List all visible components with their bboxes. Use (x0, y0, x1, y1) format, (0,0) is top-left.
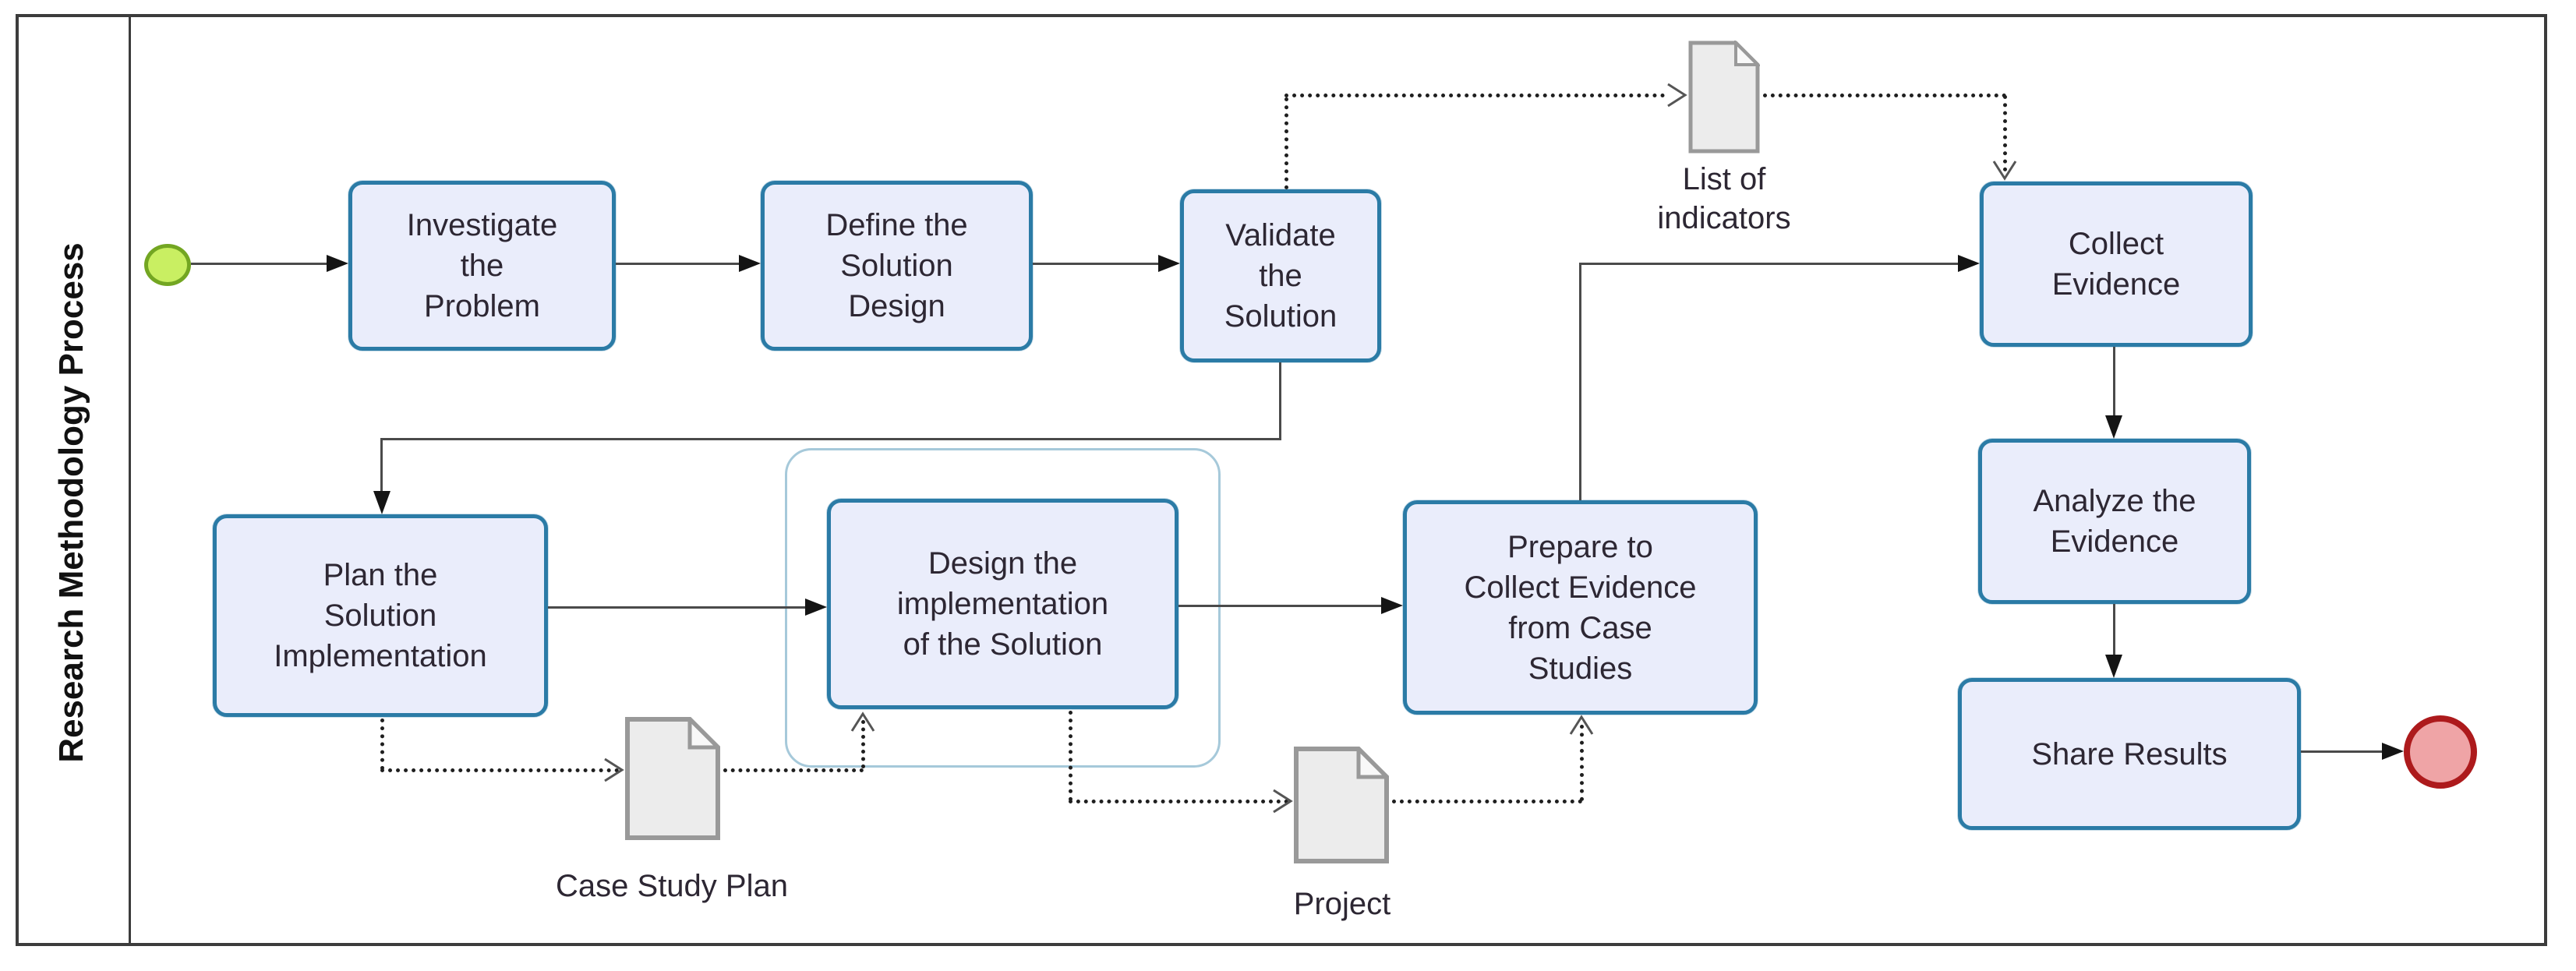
assoc-plan-to-case-seg1 (380, 719, 384, 770)
task-validate-the-solution[interactable]: Validate the Solution (1180, 189, 1381, 362)
flow-analyze-to-share (2113, 604, 2115, 656)
flow-design-to-prepare (1178, 605, 1381, 607)
arrowhead (2382, 743, 2404, 760)
flow-plan-to-design (548, 606, 805, 609)
flow-validate-to-plan-seg2 (380, 438, 1281, 440)
task-label: Analyze the Evidence (2033, 484, 2196, 559)
lane-title: Research Methodology Process (52, 242, 90, 763)
open-arrowhead-right (1266, 786, 1297, 817)
task-share-results[interactable]: Share Results (1958, 678, 2301, 830)
flow-define-to-validate (1033, 263, 1161, 265)
task-plan-the-solution-implementation[interactable]: Plan the Solution Implementation (213, 514, 548, 717)
assoc-project-to-prepare-seg1 (1392, 800, 1582, 803)
document-icon (625, 714, 723, 840)
arrowhead (373, 491, 390, 514)
task-prepare-to-collect-evidence-from-case-studies[interactable]: Prepare to Collect Evidence from Case St… (1403, 500, 1758, 715)
task-investigate-the-problem[interactable]: Investigate the Problem (348, 181, 616, 351)
flow-collect-to-analyze (2113, 347, 2115, 417)
task-define-the-solution-design[interactable]: Define the Solution Design (761, 181, 1033, 351)
start-event[interactable] (144, 244, 191, 286)
flow-validate-to-plan-seg1 (1279, 362, 1281, 440)
document-label-case-study-plan: Case Study Plan (556, 869, 788, 903)
document-icon (1294, 743, 1392, 863)
document-label-list-of-indicators: List of indicators (1657, 162, 1791, 235)
flow-prepare-to-collect-seg1 (1579, 265, 1581, 500)
assoc-validate-to-list-seg1 (1284, 97, 1288, 189)
task-label: Design the implementation of the Solutio… (896, 546, 1109, 662)
task-analyze-the-evidence[interactable]: Analyze the Evidence (1978, 439, 2251, 604)
task-label: Plan the Solution Implementation (274, 558, 487, 673)
open-arrowhead-down (1989, 154, 2020, 185)
flow-prepare-to-collect-seg2 (1579, 263, 1958, 265)
task-label: Validate the Solution (1224, 218, 1337, 334)
document-icon (1688, 39, 1762, 154)
assoc-list-to-collect-seg1 (1763, 94, 2006, 97)
arrowhead (2105, 655, 2122, 678)
document-case-study-plan[interactable] (625, 714, 723, 844)
open-arrowhead-right (597, 754, 628, 786)
task-label: Collect Evidence (2051, 227, 2181, 302)
arrowhead (805, 598, 827, 616)
arrowhead (1381, 597, 1403, 614)
task-label: Prepare to Collect Evidence from Case St… (1464, 529, 1697, 686)
arrowhead (327, 255, 348, 272)
assoc-project-to-prepare-seg2 (1580, 725, 1584, 801)
assoc-case-to-design-seg2 (861, 720, 865, 768)
arrowhead (739, 255, 761, 272)
lane-divider (129, 14, 131, 946)
flow-share-to-end (2301, 750, 2383, 753)
task-label: Share Results (2031, 736, 2228, 772)
flow-validate-to-plan-seg3 (380, 438, 383, 493)
assoc-design-to-project-seg2 (1069, 800, 1288, 803)
open-arrowhead-up (1566, 711, 1597, 742)
document-list-of-indicators[interactable] (1688, 39, 1762, 157)
assoc-design-to-project-seg1 (1069, 711, 1072, 801)
open-arrowhead-right (1660, 79, 1691, 111)
arrowhead (1958, 255, 1980, 272)
open-arrowhead-up (847, 708, 878, 739)
flow-start-to-investigate (191, 263, 331, 265)
assoc-list-to-collect-seg2 (2003, 95, 2007, 171)
task-collect-evidence[interactable]: Collect Evidence (1980, 182, 2253, 347)
assoc-plan-to-case-seg2 (380, 768, 619, 772)
task-label: Define the Solution Design (825, 208, 968, 323)
assoc-case-to-design-seg1 (723, 768, 864, 772)
task-design-the-implementation-of-the-solution[interactable]: Design the implementation of the Solutio… (827, 499, 1178, 709)
task-label: Investigate the Problem (406, 208, 558, 323)
arrowhead (1158, 255, 1180, 272)
assoc-validate-to-list-seg2 (1284, 94, 1665, 97)
document-project[interactable] (1294, 743, 1392, 867)
document-label-project: Project (1293, 887, 1391, 921)
end-event[interactable] (2404, 715, 2477, 789)
arrowhead (2105, 415, 2122, 439)
flow-investigate-to-define (616, 263, 742, 265)
